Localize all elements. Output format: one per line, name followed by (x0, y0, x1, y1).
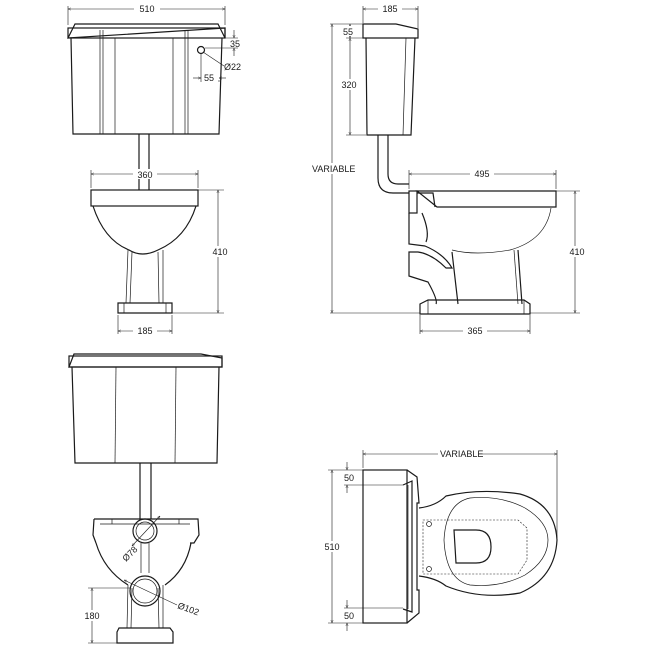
side-cistern (362, 23, 419, 136)
dim-pan-height-side: 410 (569, 247, 584, 257)
dim-button-offset-side: 55 (204, 73, 214, 83)
dim-plan-projection: VARIABLE (440, 449, 483, 459)
seat-hinge-icon (426, 521, 432, 527)
flush-inlet-icon (132, 518, 158, 544)
side-view: 185 55 320 VARIABLE 495 410 365 (312, 3, 586, 336)
dim-base-width: 185 (137, 326, 152, 336)
dim-lid-overhang-bottom: 50 (344, 611, 354, 621)
dim-base-depth: 365 (467, 326, 482, 336)
dim-button-diameter: Ø22 (224, 62, 241, 72)
plan-view: VARIABLE 510 50 50 (321, 448, 558, 631)
dim-outlet-diameter: Ø102 (176, 600, 200, 617)
dim-flush-inlet-diameter: Ø78 (120, 544, 139, 563)
plan-pan (418, 490, 558, 596)
dim-cistern-width: 510 (139, 4, 154, 14)
dim-lid-overhang-top: 50 (344, 473, 354, 483)
dim-overall-height: VARIABLE (312, 164, 355, 174)
rear-cistern (68, 353, 223, 464)
side-pan (408, 190, 557, 315)
front-pan (90, 189, 199, 314)
front-view: 510 35 Ø22 55 360 (66, 3, 241, 336)
dim-pan-projection: 495 (474, 169, 489, 179)
dim-lid-height: 55 (343, 27, 353, 37)
dim-cistern-depth: 185 (382, 4, 397, 14)
seat-hinge-icon (426, 566, 432, 572)
dim-plan-cistern-width: 510 (324, 542, 339, 552)
rear-pan (92, 518, 200, 644)
flush-button-icon (196, 45, 206, 55)
dim-bowl-width: 360 (137, 170, 152, 180)
rear-view: Ø78 Ø102 180 (68, 353, 223, 644)
dim-pan-height-front: 410 (212, 247, 227, 257)
dim-outlet-height: 180 (84, 611, 99, 621)
outlet-icon (129, 575, 161, 607)
plan-cistern (362, 469, 420, 624)
dim-cistern-height: 320 (341, 80, 356, 90)
dim-button-offset-top: 35 (230, 39, 240, 49)
front-cistern (66, 23, 226, 135)
